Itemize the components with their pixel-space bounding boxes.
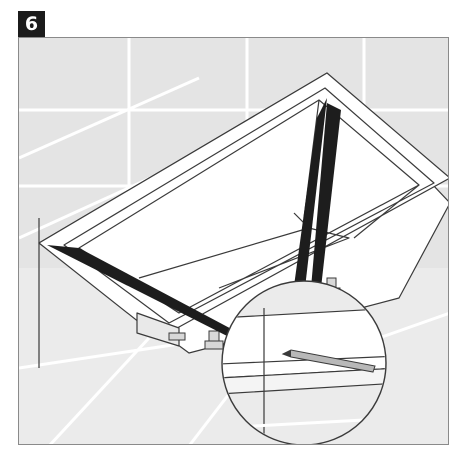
detail-magnifier-circle: [221, 280, 387, 444]
pencil-icon: [281, 349, 376, 373]
callout-wedges: [47, 98, 341, 338]
bathtub-installation-illustration: [19, 38, 448, 444]
step-number: 6: [24, 13, 39, 35]
step-number-badge: 6: [18, 11, 45, 37]
illustration-frame: [18, 37, 449, 445]
